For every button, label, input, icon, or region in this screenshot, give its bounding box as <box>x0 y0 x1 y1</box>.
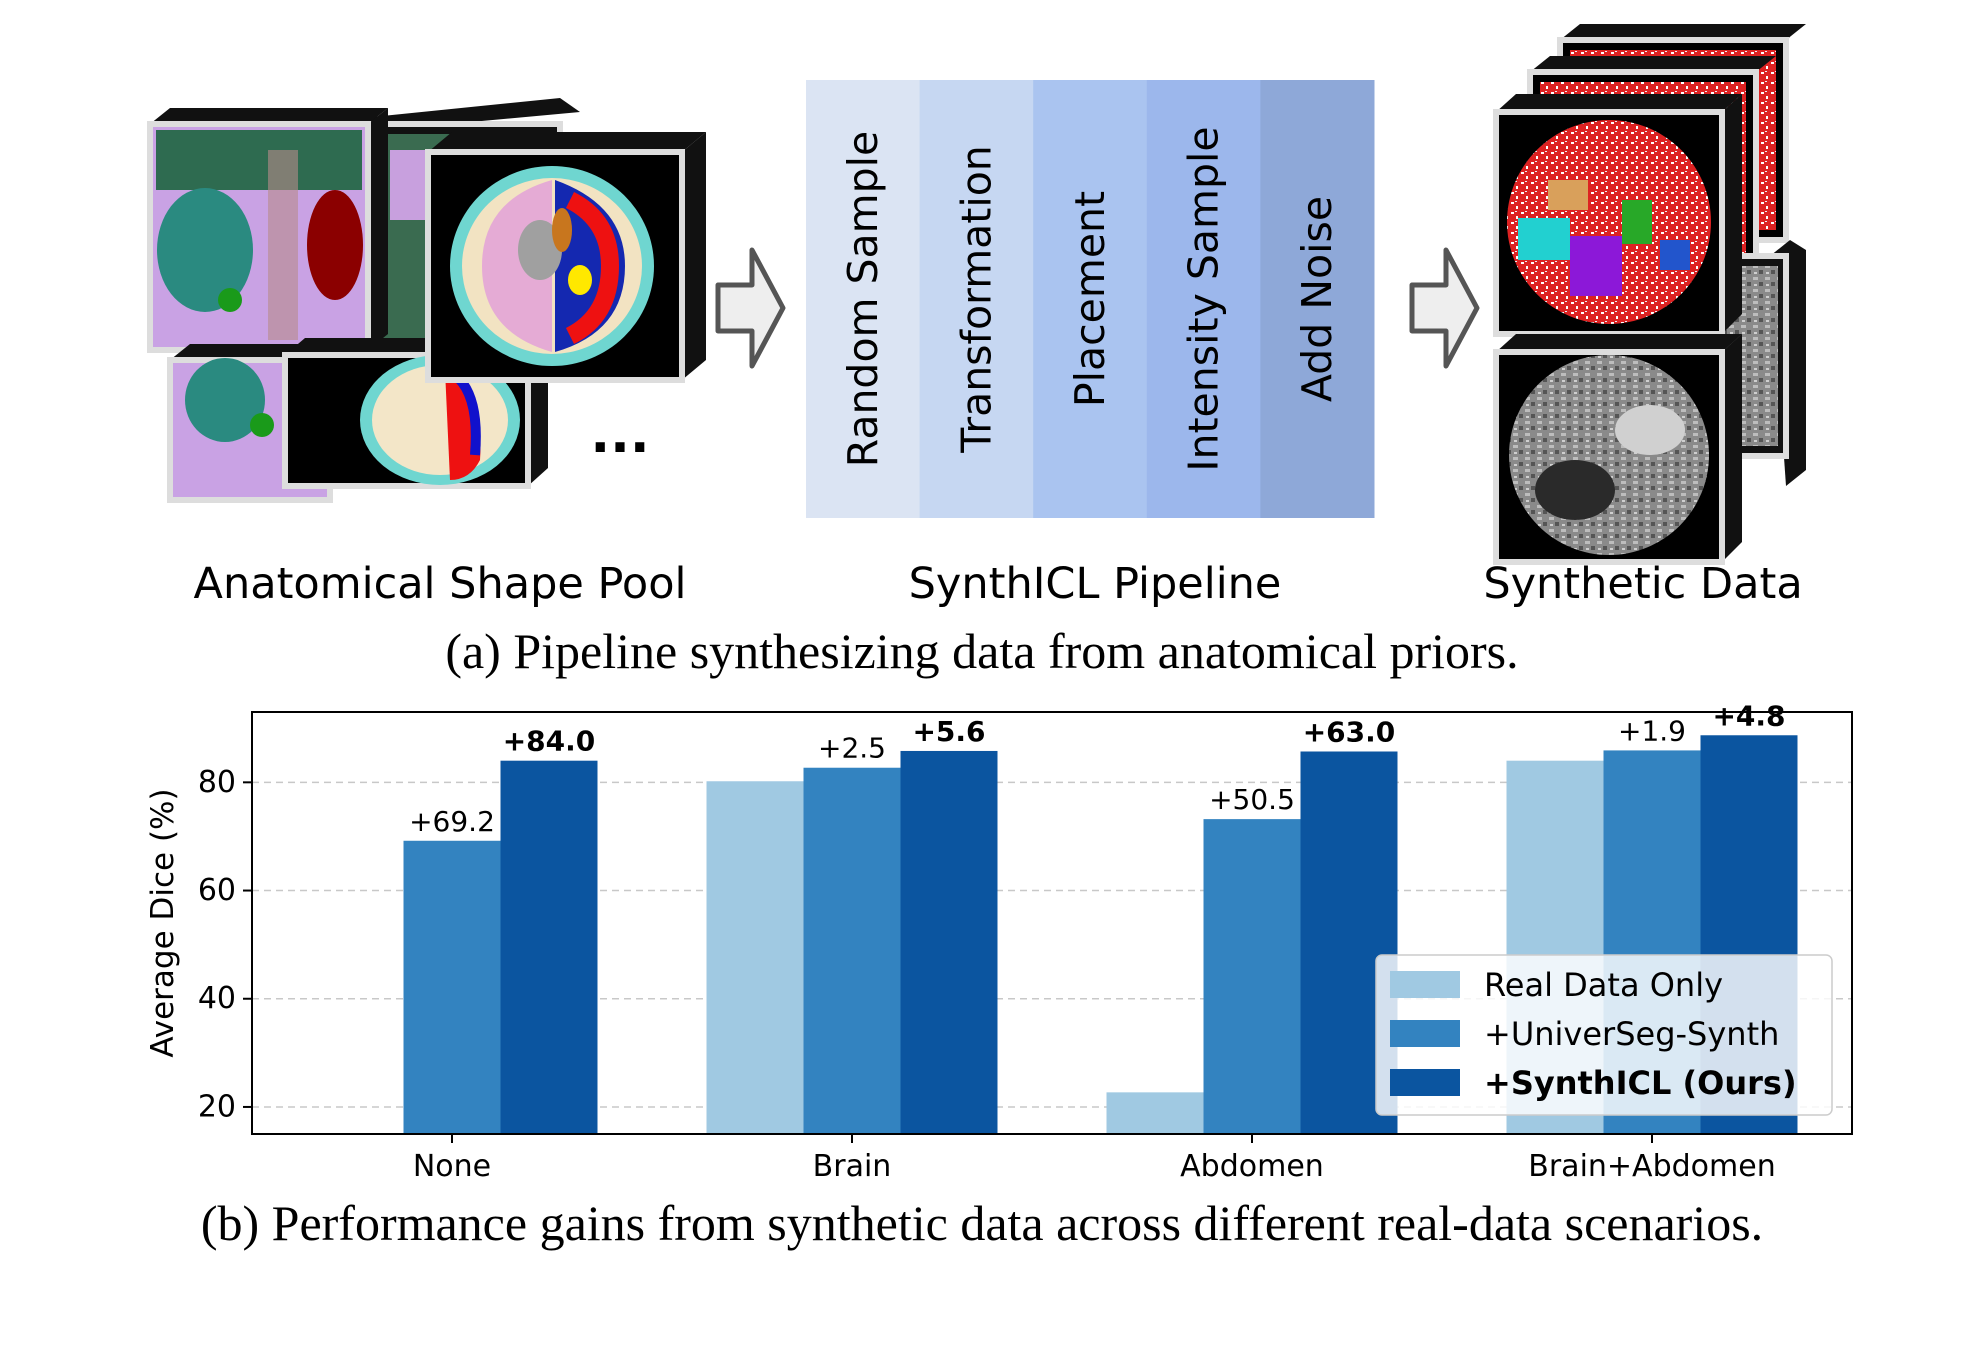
y-tick-label: 80 <box>198 765 236 800</box>
pipeline-step-label: Random Sample <box>839 131 887 468</box>
pipeline-step-label: Intensity Sample <box>1180 126 1228 471</box>
bar-annotation: +2.5 <box>818 732 886 765</box>
bar <box>803 767 901 1134</box>
bar-annotation: +84.0 <box>503 725 596 758</box>
pipeline-step-bg <box>919 80 1034 518</box>
y-tick-label: 40 <box>198 981 236 1016</box>
x-tick-label: Brain <box>813 1149 892 1184</box>
x-tick-label: None <box>413 1149 491 1184</box>
pipeline-step-bg <box>806 80 921 518</box>
bar <box>500 760 598 1134</box>
legend-swatch <box>1390 1069 1460 1096</box>
volume-brain-main <box>425 132 706 383</box>
plot-frame <box>251 711 1853 1135</box>
pipeline-step-label: Add Noise <box>1293 196 1341 402</box>
arrow-right-icon <box>1409 247 1480 369</box>
volume-brain-lower <box>282 338 548 489</box>
bar <box>1106 1092 1204 1134</box>
panel-a: ... Random Sample Transformation Placement… <box>147 24 1806 679</box>
legend-label: +UniverSeg-Synth <box>1484 1015 1779 1053</box>
legend-label: Real Data Only <box>1484 966 1723 1004</box>
synthetic-volume-gray <box>1493 334 1742 565</box>
bar-annotation: +50.5 <box>1209 783 1295 816</box>
x-tick-label: Brain+Abdomen <box>1528 1149 1775 1184</box>
bar-annotation: +1.9 <box>1618 714 1686 747</box>
bar <box>403 840 501 1134</box>
arrow-right-icon <box>715 247 786 369</box>
y-tick-label: 20 <box>198 1089 236 1124</box>
legend <box>1375 954 1833 1116</box>
synthetic-volume-color <box>1493 94 1742 337</box>
synthetic-data-label: Synthetic Data <box>1483 559 1802 609</box>
bar <box>706 781 804 1134</box>
bar-annotation: +4.8 <box>1712 699 1785 732</box>
pipeline-label: SynthICL Pipeline <box>909 559 1282 609</box>
shape-pool-label: Anatomical Shape Pool <box>194 559 687 609</box>
caption-b: (b) Performance gains from synthetic dat… <box>201 1195 1763 1251</box>
bar-annotation: +63.0 <box>1303 715 1396 748</box>
pool-ellipsis: ... <box>590 405 649 465</box>
synthetic-data-thumbnails <box>1493 24 1806 565</box>
bar-annotation: +5.6 <box>912 715 985 748</box>
legend-swatch <box>1390 1020 1460 1047</box>
synthicl-pipeline: Random Sample Transformation Placement Inte… <box>806 80 1375 518</box>
pipeline-step-label: Placement <box>1066 191 1114 407</box>
pipeline-step-label: Transformation <box>952 145 1000 454</box>
legend-swatch <box>1390 971 1460 998</box>
y-axis-label: Average Dice (%) <box>145 788 181 1057</box>
volume-abdomen-upper <box>147 108 388 353</box>
pipeline-step-bg <box>1146 80 1261 518</box>
bar <box>1203 819 1301 1134</box>
y-tick-label: 60 <box>198 873 236 908</box>
caption-a: (a) Pipeline synthesizing data from anat… <box>445 623 1518 679</box>
shape-pool-thumbnails: ... <box>147 98 706 503</box>
legend-label: +SynthICL (Ours) <box>1484 1064 1797 1102</box>
pipeline-step-bg <box>1033 80 1148 518</box>
x-tick-label: Abdomen <box>1180 1149 1324 1184</box>
bar <box>900 750 998 1134</box>
pipeline-step-bg <box>1260 80 1375 518</box>
bar-annotation: +69.2 <box>409 805 495 838</box>
